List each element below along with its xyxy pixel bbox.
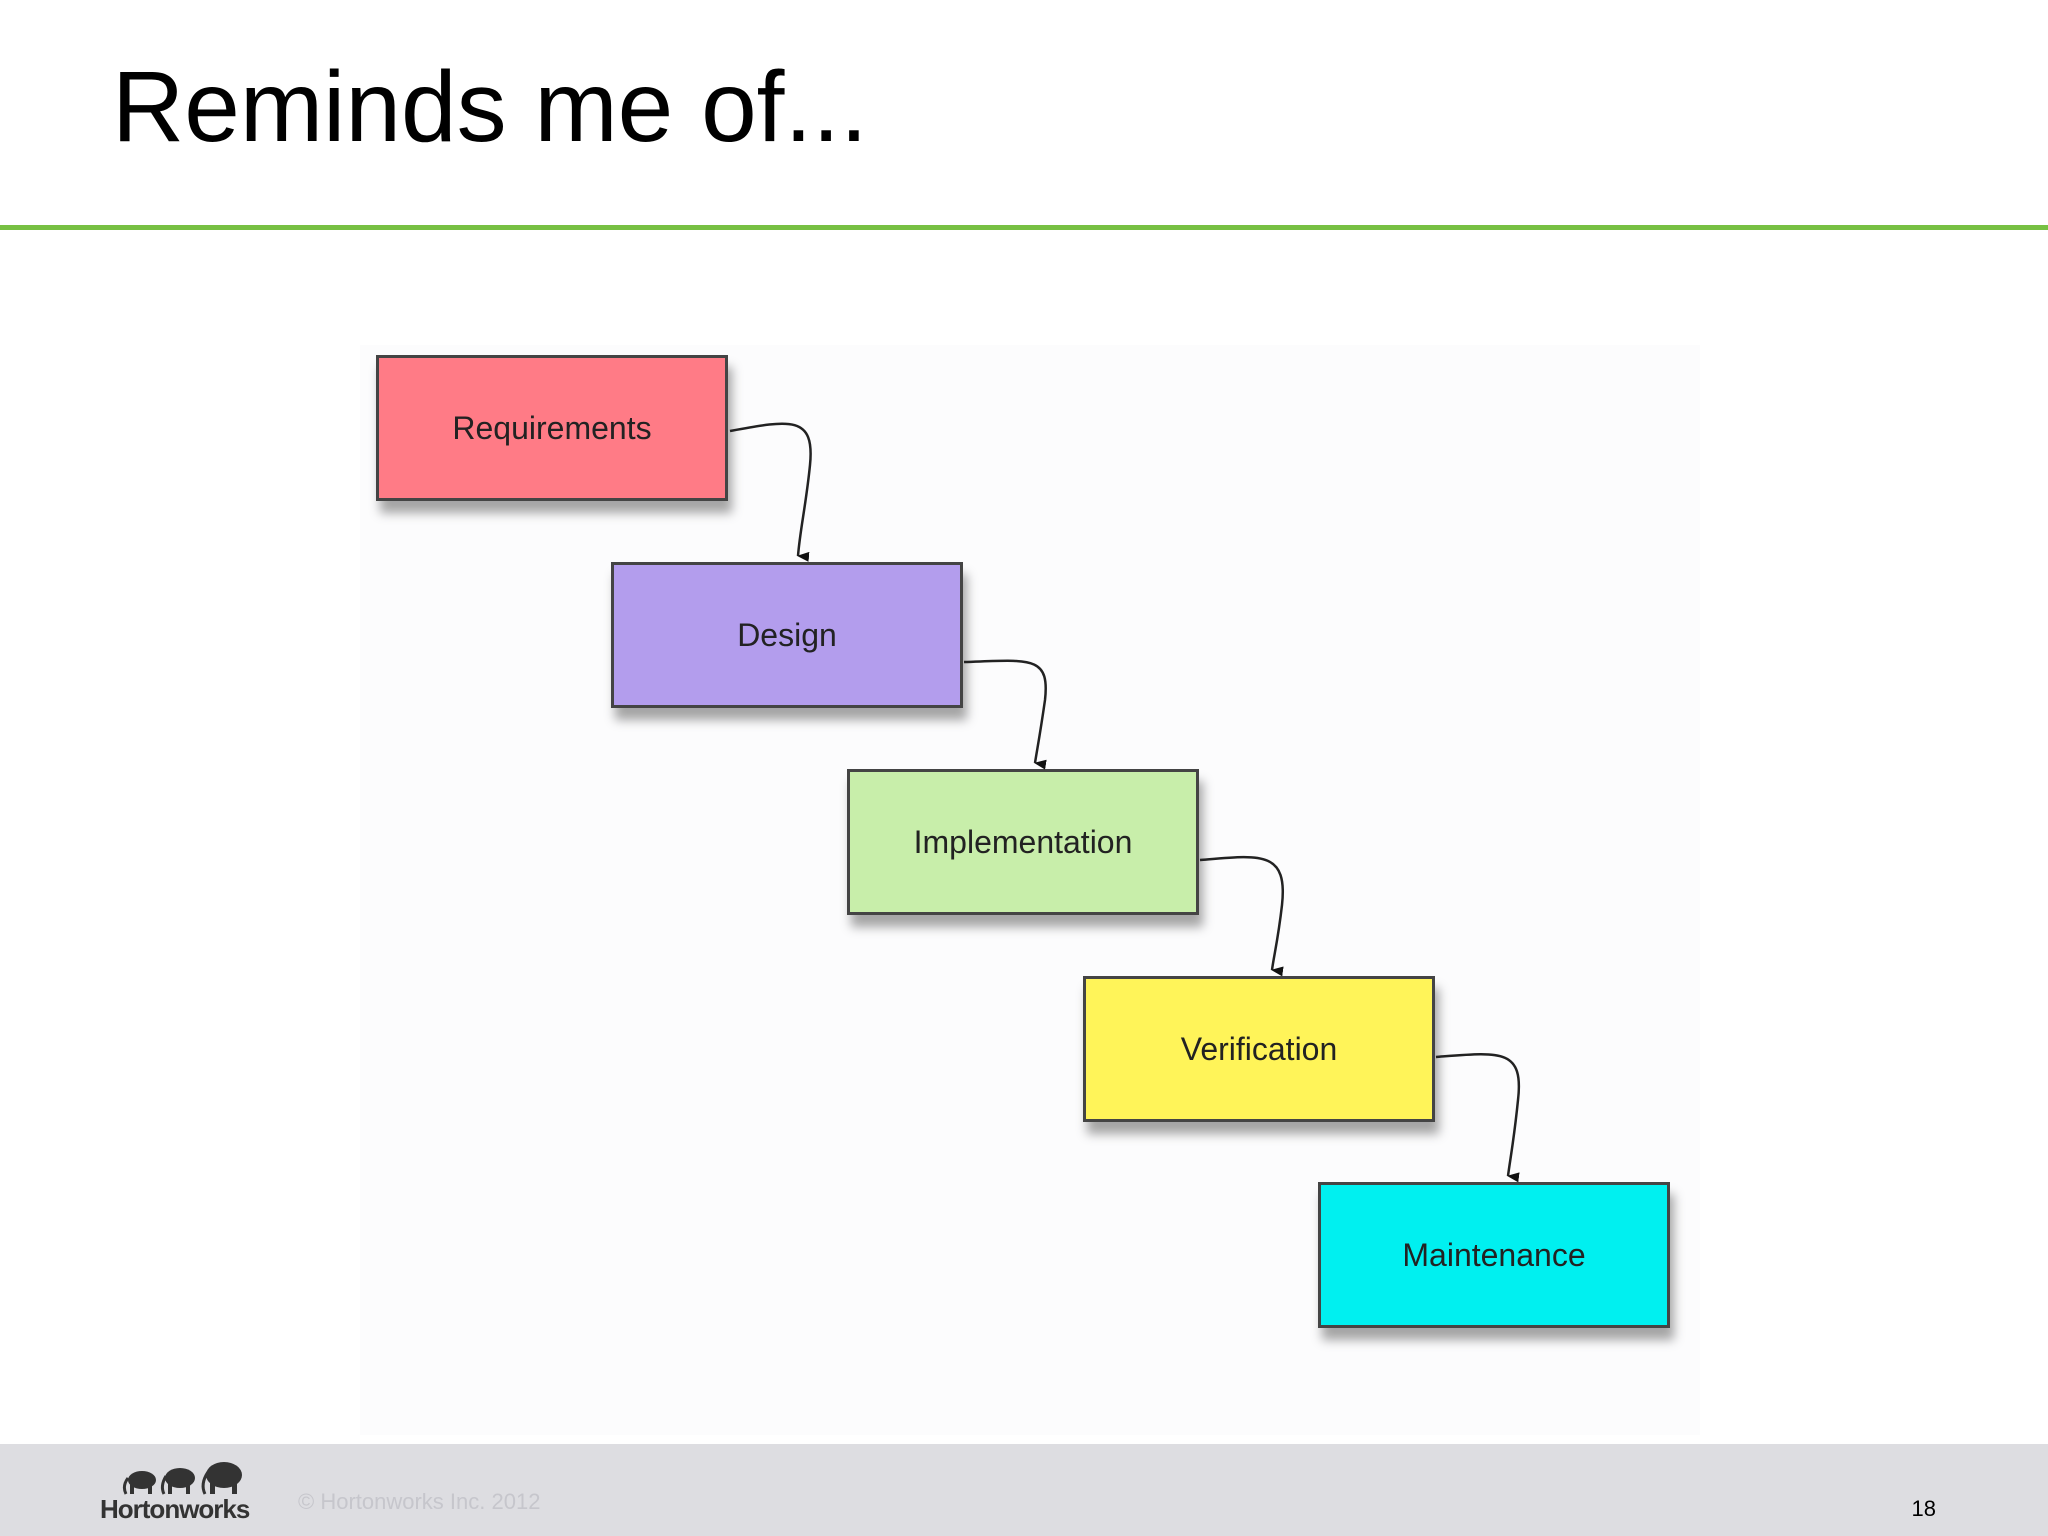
step-design: Design <box>611 562 963 708</box>
step-requirements: Requirements <box>376 355 728 501</box>
title-divider <box>0 225 2048 230</box>
page-number: 18 <box>1911 1496 1936 1521</box>
step-maintenance: Maintenance <box>1318 1182 1670 1328</box>
step-verification-label: Verification <box>1180 1030 1338 1067</box>
step-requirements-label: Requirements <box>452 409 652 446</box>
copyright-text: © Hortonworks Inc. 2012 <box>298 1489 541 1514</box>
logo-wordmark: Hortonworks <box>100 1494 250 1524</box>
slide-title: Reminds me of... <box>112 51 868 163</box>
step-design-label: Design <box>737 616 837 653</box>
step-implementation-label: Implementation <box>913 823 1133 860</box>
step-verification: Verification <box>1083 976 1435 1122</box>
step-implementation: Implementation <box>847 769 1199 915</box>
hortonworks-logo: Hortonworks <box>100 1456 270 1524</box>
step-maintenance-label: Maintenance <box>1402 1236 1586 1273</box>
elephants-icon <box>122 1462 242 1495</box>
slide-footer: Hortonworks © Hortonworks Inc. 2012 18 <box>0 1444 2048 1536</box>
